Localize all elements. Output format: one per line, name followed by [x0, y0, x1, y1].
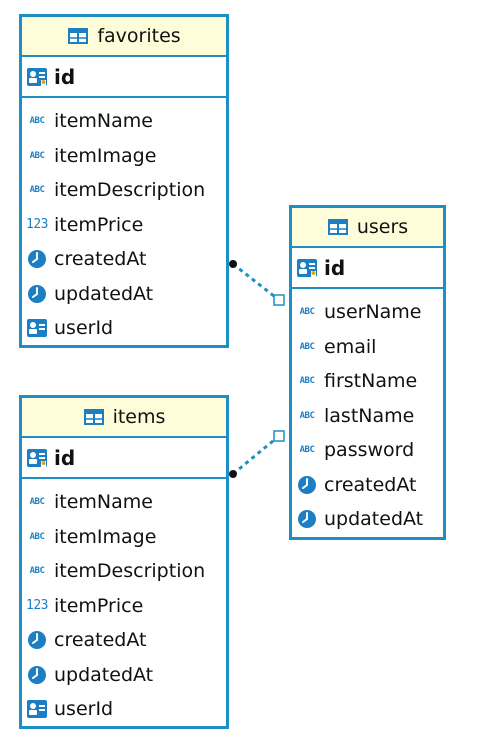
- number-type-icon: 123: [26, 598, 48, 614]
- column-name: itemImage: [54, 144, 157, 167]
- column-row[interactable]: userId: [22, 311, 226, 346]
- primary-key-row[interactable]: id: [22, 57, 226, 98]
- primary-key-name: id: [54, 64, 76, 89]
- column-row[interactable]: 123 itemPrice: [22, 208, 226, 243]
- string-type-icon: ABC: [29, 150, 45, 161]
- string-type-icon: ABC: [29, 497, 45, 508]
- column-name: userName: [324, 301, 422, 324]
- column-name: email: [324, 335, 377, 358]
- table-title: favorites: [97, 25, 181, 47]
- column-row[interactable]: ABC itemDescription: [22, 554, 226, 589]
- clock-icon: [26, 664, 48, 686]
- table-users[interactable]: users id ABC userName ABC email ABC firstNa…: [289, 205, 446, 540]
- column-name: createdAt: [54, 629, 147, 652]
- column-name: itemPrice: [54, 213, 144, 236]
- primary-key-icon: [296, 257, 318, 279]
- column-row[interactable]: ABC firstName: [292, 364, 443, 399]
- column-row[interactable]: updatedAt: [22, 277, 226, 312]
- column-name: itemImage: [54, 525, 157, 548]
- clock-icon: [26, 629, 48, 651]
- table-header: favorites: [22, 17, 226, 57]
- column-name: itemName: [54, 110, 153, 133]
- column-name: updatedAt: [54, 663, 154, 686]
- primary-key-icon: [26, 66, 48, 88]
- column-name: userId: [54, 317, 114, 340]
- column-name: userId: [54, 698, 114, 721]
- primary-key-name: id: [54, 445, 76, 470]
- string-type-icon: ABC: [299, 445, 315, 456]
- column-name: itemPrice: [54, 594, 144, 617]
- column-row[interactable]: ABC itemImage: [22, 520, 226, 555]
- column-name: firstName: [324, 370, 418, 393]
- column-name: createdAt: [54, 248, 147, 271]
- string-type-icon: ABC: [29, 116, 45, 127]
- primary-key-row[interactable]: id: [22, 438, 226, 479]
- column-name: updatedAt: [324, 508, 424, 531]
- clock-icon: [296, 508, 318, 530]
- relation-items-users[interactable]: [229, 430, 285, 478]
- column-name: createdAt: [324, 473, 417, 496]
- table-items[interactable]: items id ABC itemName ABC itemImage ABC ite…: [19, 395, 229, 729]
- column-name: itemDescription: [54, 179, 206, 202]
- relation-source-dot: [229, 260, 237, 268]
- number-type-icon: 123: [26, 217, 48, 233]
- column-row[interactable]: ABC userName: [292, 295, 443, 330]
- column-row[interactable]: ABC itemName: [22, 104, 226, 139]
- column-row[interactable]: createdAt: [22, 242, 226, 277]
- relation-target-marker: [273, 294, 285, 306]
- foreign-key-icon: [26, 317, 48, 339]
- column-row[interactable]: updatedAt: [292, 502, 443, 537]
- column-name: itemName: [54, 491, 153, 514]
- relation-target-marker: [273, 430, 285, 442]
- column-row[interactable]: ABC itemImage: [22, 139, 226, 174]
- column-row[interactable]: createdAt: [292, 468, 443, 503]
- table-header: users: [292, 208, 443, 248]
- column-row[interactable]: createdAt: [22, 623, 226, 658]
- table-icon: [327, 216, 349, 238]
- column-row[interactable]: updatedAt: [22, 658, 226, 693]
- clock-icon: [26, 283, 48, 305]
- string-type-icon: ABC: [299, 341, 315, 352]
- column-row[interactable]: ABC lastName: [292, 399, 443, 434]
- string-type-icon: ABC: [299, 410, 315, 421]
- column-name: lastName: [324, 404, 415, 427]
- column-name: password: [324, 439, 415, 462]
- table-title: users: [356, 216, 409, 238]
- column-row[interactable]: ABC password: [292, 433, 443, 468]
- string-type-icon: ABC: [29, 531, 45, 542]
- string-type-icon: ABC: [299, 376, 315, 387]
- table-icon: [67, 25, 89, 47]
- column-row[interactable]: 123 itemPrice: [22, 589, 226, 624]
- string-type-icon: ABC: [29, 185, 45, 196]
- column-name: itemDescription: [54, 560, 206, 583]
- table-header: items: [22, 398, 226, 438]
- relation-favorites-users[interactable]: [229, 260, 285, 306]
- primary-key-name: id: [324, 255, 346, 280]
- column-row[interactable]: userId: [22, 692, 226, 727]
- column-row[interactable]: ABC itemName: [22, 485, 226, 520]
- column-row[interactable]: ABC itemDescription: [22, 173, 226, 208]
- clock-icon: [26, 248, 48, 270]
- column-row[interactable]: ABC email: [292, 330, 443, 365]
- table-icon: [83, 406, 105, 428]
- string-type-icon: ABC: [299, 307, 315, 318]
- column-name: updatedAt: [54, 282, 154, 305]
- clock-icon: [296, 474, 318, 496]
- foreign-key-icon: [26, 698, 48, 720]
- primary-key-icon: [26, 447, 48, 469]
- primary-key-row[interactable]: id: [292, 248, 443, 289]
- relation-source-dot: [229, 470, 237, 478]
- table-title: items: [112, 406, 166, 428]
- table-favorites[interactable]: favorites id ABC itemName ABC itemImage AB…: [19, 14, 229, 348]
- string-type-icon: ABC: [29, 566, 45, 577]
